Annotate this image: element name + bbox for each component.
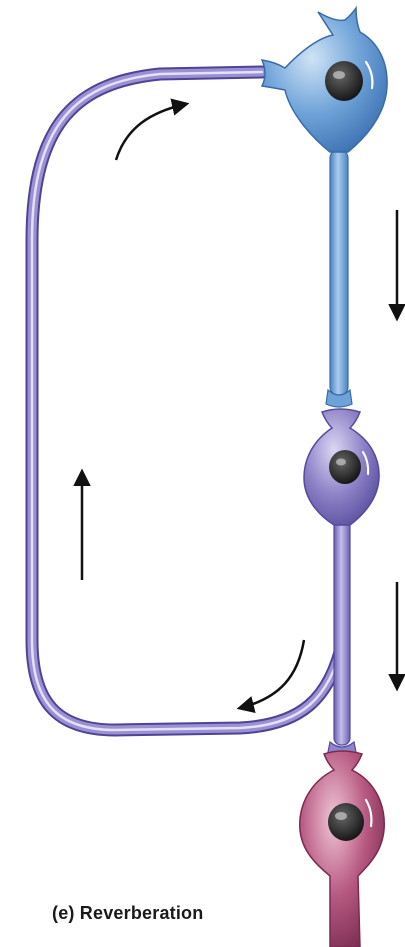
figure-caption: (e) Reverberation <box>52 903 203 924</box>
flow-arrow-loop-top <box>116 104 186 160</box>
output-neuron <box>300 751 384 947</box>
flow-arrow-loop-bottom <box>240 640 304 708</box>
nucleus <box>328 803 364 841</box>
recurrent-collateral-axon <box>32 72 343 730</box>
nucleus <box>329 450 361 484</box>
presynaptic-neuron <box>262 8 387 407</box>
nucleus <box>325 61 363 101</box>
